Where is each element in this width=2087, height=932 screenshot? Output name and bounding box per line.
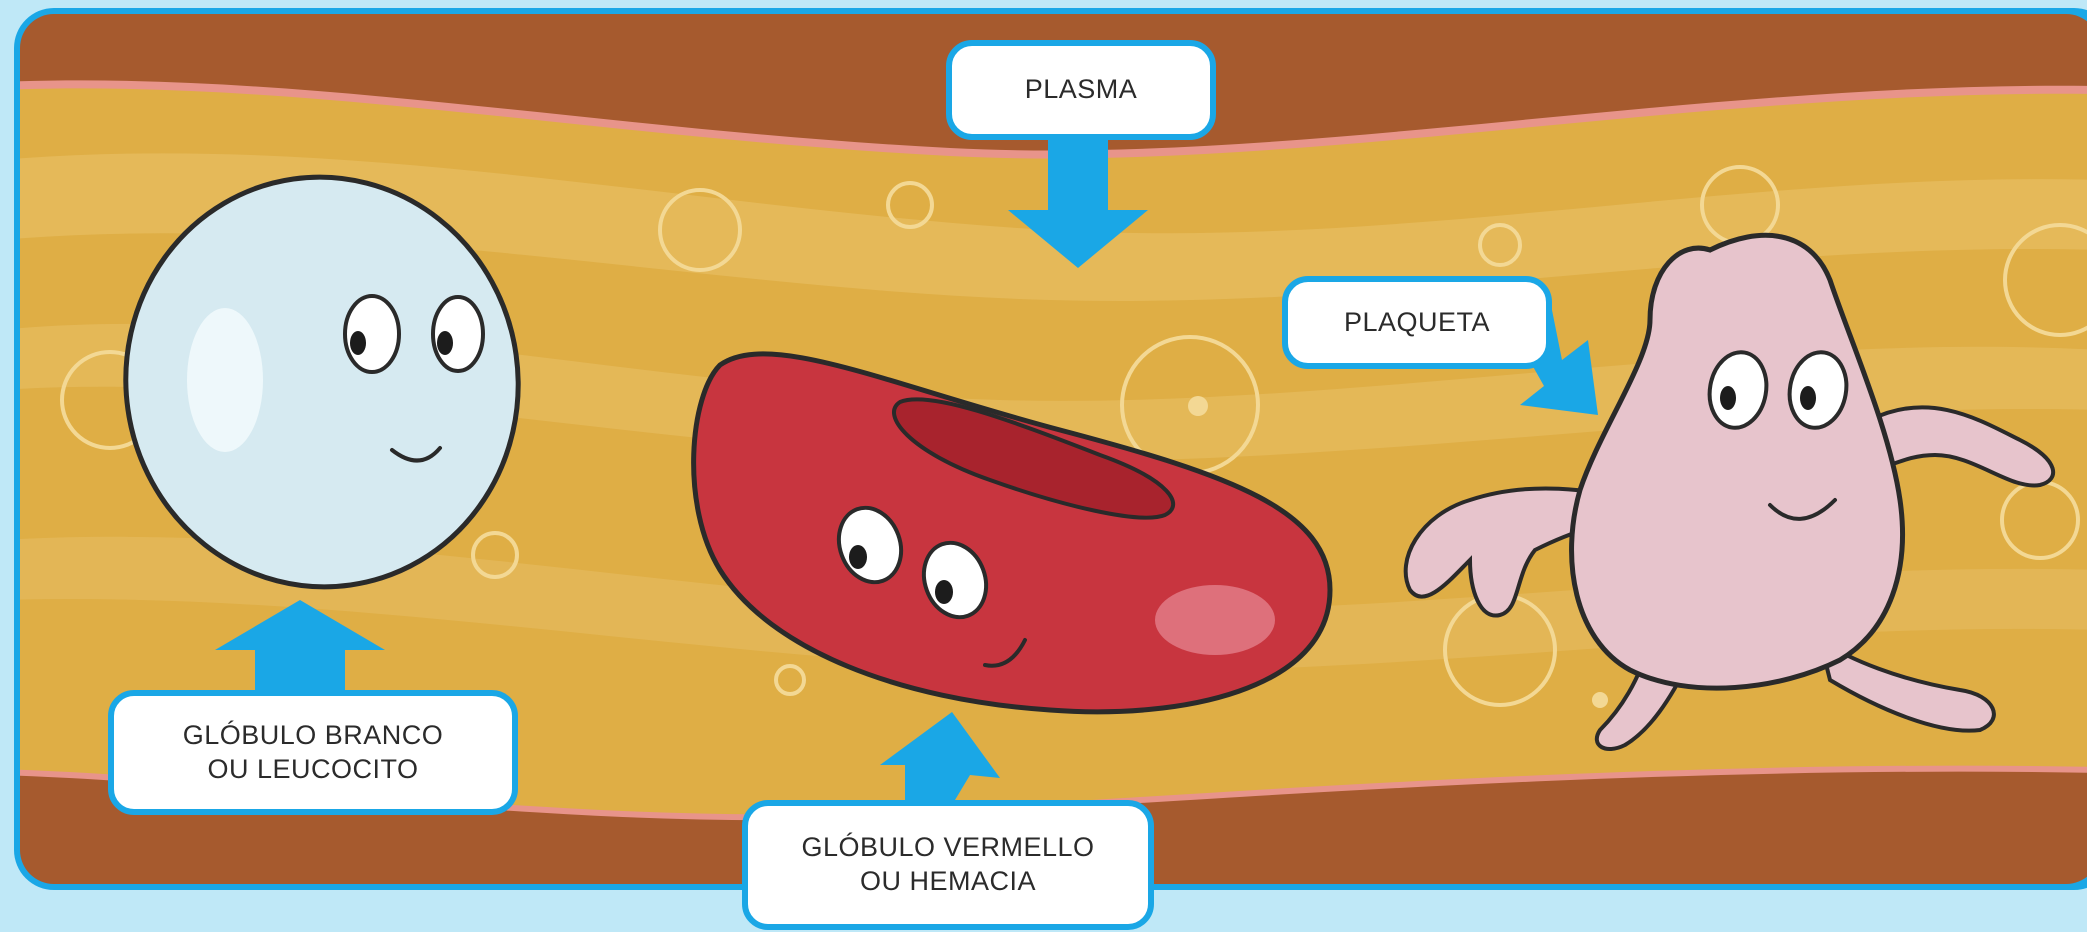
platelet-eyes <box>1707 350 1849 430</box>
red-cell-label-line1: GLÓBULO VERMELLO <box>801 832 1095 863</box>
arrow-plasma <box>1008 140 1148 268</box>
plasma-flow-band <box>20 153 2087 301</box>
platelet-leg-right <box>1816 635 1996 733</box>
plasma-flow-band <box>20 323 2087 461</box>
plasma-flow-band <box>20 536 2087 672</box>
arrow-red-cell <box>880 712 1000 800</box>
red-cell-highlight <box>1155 585 1275 655</box>
white-cell-label-line2: OU LEUCOCITO <box>207 753 419 784</box>
plasma-label-text: PLASMA <box>1024 74 1138 105</box>
plasma-label: PLASMA <box>946 40 1216 140</box>
arrow-white-cell <box>215 600 385 690</box>
red-cell-eyes <box>836 505 989 620</box>
white-cell-label: GLÓBULO BRANCO OU LEUCOCITO <box>108 690 518 815</box>
white-cell-label-line1: GLÓBULO BRANCO <box>182 719 444 750</box>
red-cell-label: GLÓBULO VERMELLO OU HEMACIA <box>742 800 1154 930</box>
platelet-smile <box>1768 498 1837 521</box>
white-cell-smile <box>390 446 442 463</box>
platelet <box>1403 232 2056 751</box>
platelet-arm-right <box>1868 405 2056 488</box>
plasma-bubble-dot <box>1188 396 1208 416</box>
red-cell-smile <box>983 638 1027 668</box>
platelet-label-text: PLAQUETA <box>1343 306 1491 337</box>
platelet-label: PLAQUETA <box>1282 276 1552 369</box>
white-cell-highlight <box>187 308 263 452</box>
white-cell-eyes <box>343 294 485 374</box>
platelet-body <box>1569 232 1905 691</box>
red-cell-groove <box>892 397 1176 520</box>
red-blood-cell <box>691 351 1333 715</box>
red-cell-label-line2: OU HEMACIA <box>859 866 1036 896</box>
white-blood-cell <box>123 174 521 590</box>
plasma-bubble-dot <box>1592 692 1608 708</box>
